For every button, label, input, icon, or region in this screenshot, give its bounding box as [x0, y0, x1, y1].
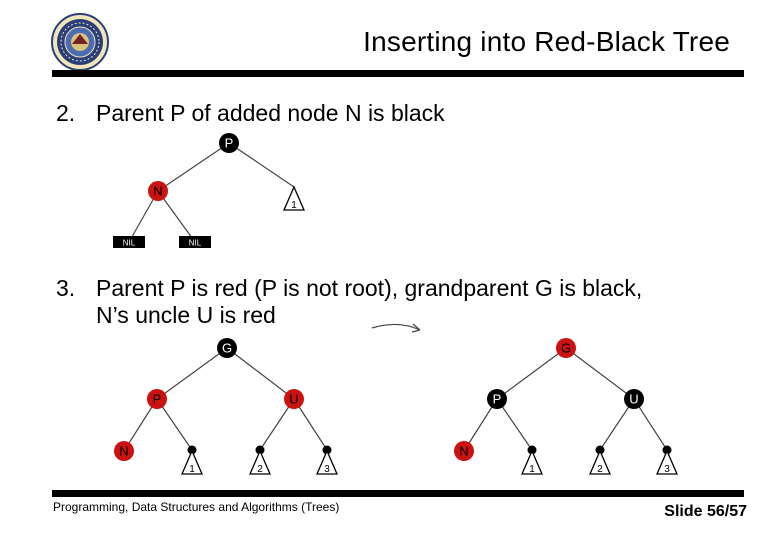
tree2-edge-U-d2 [259, 398, 295, 451]
tree3-edge-P-N [463, 398, 498, 452]
tree2-subtree-1 [181, 449, 203, 475]
tree1-nil-label: NIL [123, 239, 136, 248]
tree2-subtree-label: 2 [257, 464, 263, 475]
transition-arrow [371, 323, 421, 331]
tree2-node-label: P [153, 392, 162, 407]
tree3-node-label: G [561, 341, 571, 356]
tree3-subtree-1 [521, 449, 543, 475]
tree3-node-u [624, 389, 644, 409]
tree2-node-label: G [222, 341, 232, 356]
tree1-node-label: P [225, 136, 234, 151]
tree3-node-label: N [459, 444, 468, 459]
item-text: Parent P of added node N is black [96, 100, 445, 126]
footer-divider [52, 490, 744, 497]
tree2-edge-U-d3 [293, 398, 328, 451]
tree2-node-n [114, 441, 134, 461]
tree1-nil-leaf [179, 236, 211, 248]
tree2-node-label: N [119, 444, 128, 459]
tree1-subtree-label: 1 [291, 200, 297, 211]
slide-title: Inserting into Red-Black Tree [363, 26, 730, 57]
item-number: 2. [56, 100, 76, 126]
tree1-nil-label: NIL [189, 239, 202, 248]
tree2-node-label: U [289, 392, 298, 407]
tree2-edge-G-P [156, 347, 228, 400]
tree1-node-p [219, 133, 239, 153]
item-number: 3. [56, 275, 76, 301]
tree1-node-label: N [153, 184, 162, 199]
university-seal-logo [51, 13, 109, 71]
tree3-node-n [454, 441, 474, 461]
tree2-subtree-3 [316, 449, 338, 475]
tree2-node-g [217, 338, 237, 358]
tree3-edge-G-U [565, 347, 635, 400]
tree3-subtree-label: 3 [664, 464, 670, 475]
tree3-node-label: U [629, 392, 638, 407]
tree3-subtree-2 [589, 449, 611, 475]
tree1-subtree-1 [283, 185, 305, 211]
slide-number: Slide 56/57 [664, 503, 747, 520]
item-text-line2: N’s uncle U is red [96, 302, 276, 328]
tree3-edge-P-d1 [496, 398, 533, 451]
tree3-subtree-3 [656, 449, 678, 475]
footer-course-title: Programming, Data Structures and Algorit… [53, 500, 340, 514]
tree3-subtree-label: 2 [597, 464, 603, 475]
title-divider [52, 70, 744, 77]
tree3-edge-U-d2 [599, 398, 635, 451]
tree2-node-p [147, 389, 167, 409]
tree1-edge-N-NIL2 [157, 190, 196, 243]
tree3-node-label: P [493, 392, 502, 407]
tree3-node-g [556, 338, 576, 358]
tree2-subtree-2 [249, 449, 271, 475]
list-item-2: 2. Parent P of added node N is black [56, 100, 445, 127]
tree1-edge-P-T1 [228, 142, 295, 188]
tree3-edge-U-d3 [633, 398, 668, 451]
tree3-subtree-label: 1 [529, 464, 535, 475]
tree3-node-p [487, 389, 507, 409]
tree1-nil-leaf [113, 236, 145, 248]
tree3-edge-G-P [496, 347, 567, 400]
tree1-node-n [148, 181, 168, 201]
tree2-node-u [284, 389, 304, 409]
tree1-edge-P-N [157, 142, 230, 192]
tree2-subtree-label: 1 [189, 464, 195, 475]
tree2-subtree-label: 3 [324, 464, 330, 475]
tree2-edge-G-U [226, 347, 295, 400]
tree2-edge-P-d1 [156, 398, 193, 451]
transition-arrow-head [411, 323, 421, 333]
tree2-edge-P-N [123, 398, 158, 452]
item-text-line1: Parent P is red (P is not root), grandpa… [96, 275, 643, 301]
list-item-3: 3. Parent P is red (P is not root), grand… [56, 275, 642, 329]
